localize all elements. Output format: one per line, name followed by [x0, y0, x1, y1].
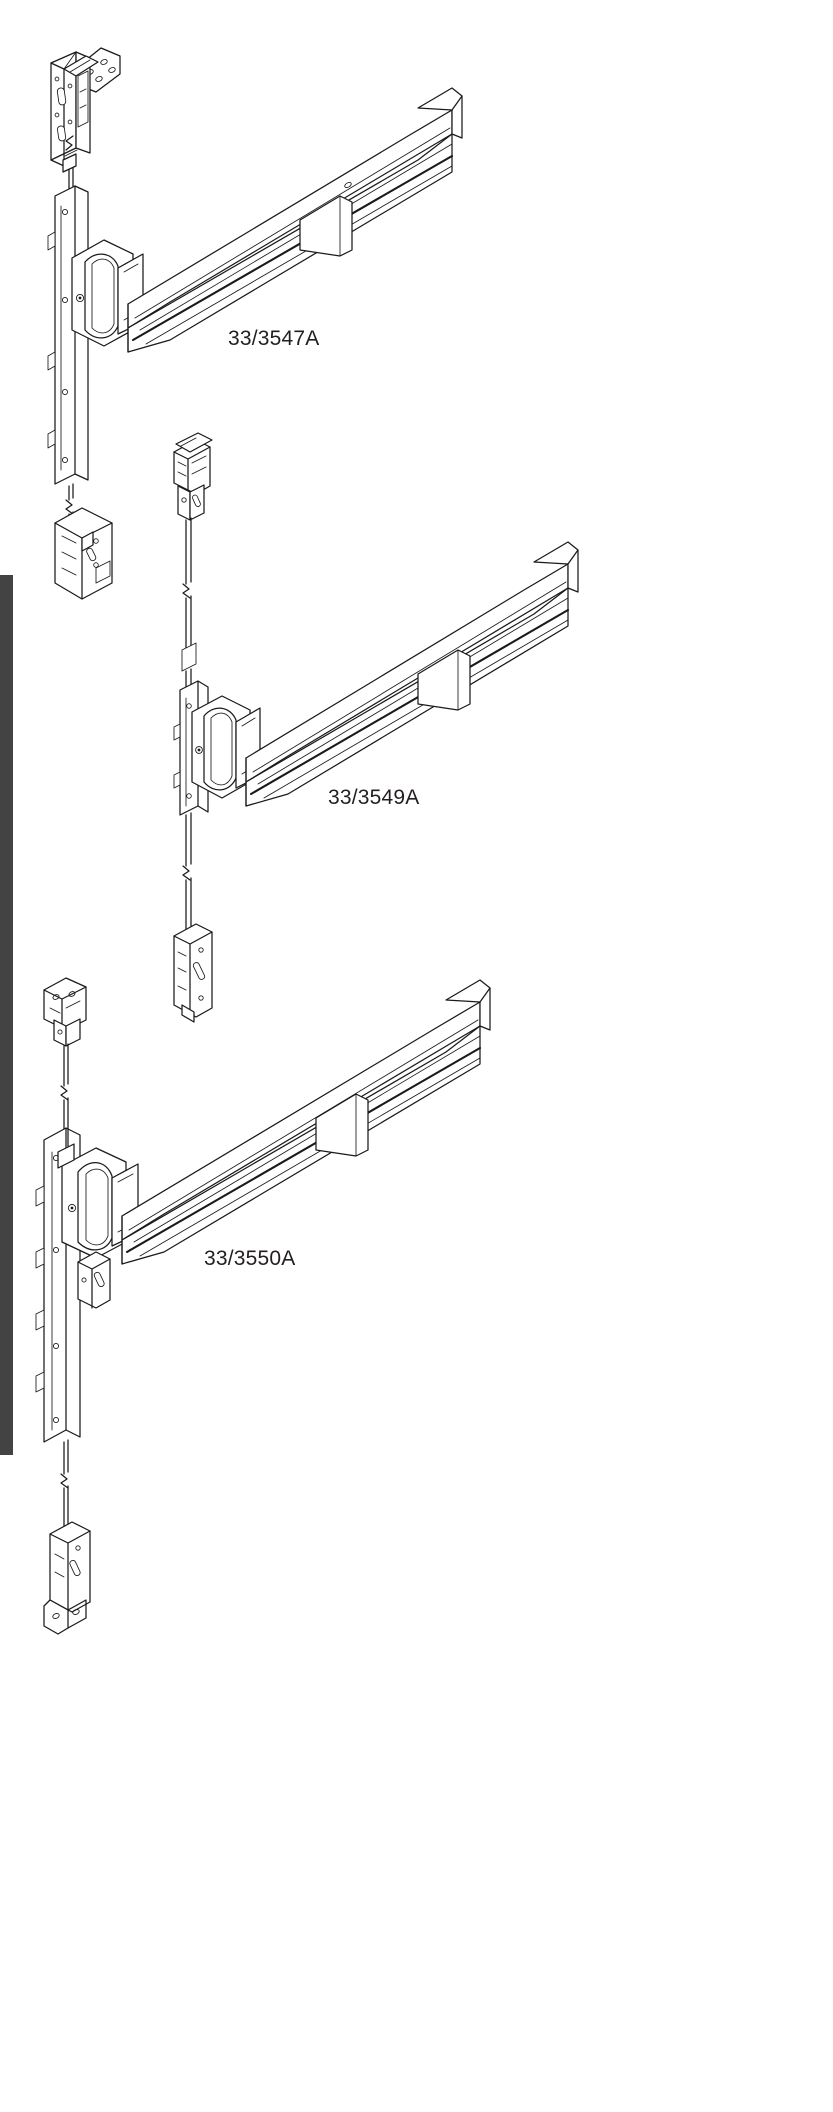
- bottom-strike-plate-3550a: [43, 1521, 91, 1635]
- mounting-rail-3550a: [35, 1127, 81, 1443]
- center-case-3549a: [191, 695, 261, 799]
- part-label-3549a: 33/3549A: [328, 786, 420, 809]
- figure-3550a: [35, 977, 491, 1635]
- lower-vertical-rod-3549a: [182, 812, 192, 933]
- upper-vertical-rod-3547a: [64, 135, 78, 207]
- top-latch-assembly-3549a: [173, 432, 213, 521]
- bottom-latch-case-3547a: [54, 507, 113, 600]
- center-case-3550a: [57, 1143, 139, 1259]
- left-margin-bar: [0, 575, 13, 1455]
- push-rail-3550a: [121, 979, 491, 1265]
- figure-3549a: [173, 432, 579, 1023]
- mounting-rail-3547a: [47, 185, 89, 485]
- bottom-bolt-case-3549a: [173, 923, 213, 1023]
- part-label-3547a: 33/3547A: [228, 327, 320, 350]
- lower-vertical-rod-3550a: [60, 1439, 69, 1531]
- top-latch-bracket-3547a: [50, 47, 121, 173]
- push-rail-3547a: [127, 87, 463, 353]
- figure-3547a: [47, 47, 463, 600]
- center-case-3547a: [71, 239, 144, 347]
- push-rail-3549a: [245, 541, 579, 807]
- mid-bracket-3550a: [77, 1251, 111, 1309]
- part-label-3550a: 33/3550A: [204, 1247, 296, 1270]
- mounting-rail-3549a: [173, 680, 209, 816]
- top-pivot-bracket-3550a: [43, 977, 87, 1047]
- upper-vertical-rod-3549a: [181, 517, 197, 701]
- upper-vertical-rod-3550a: [60, 1043, 69, 1149]
- lower-vertical-rod-3547a: [65, 483, 74, 527]
